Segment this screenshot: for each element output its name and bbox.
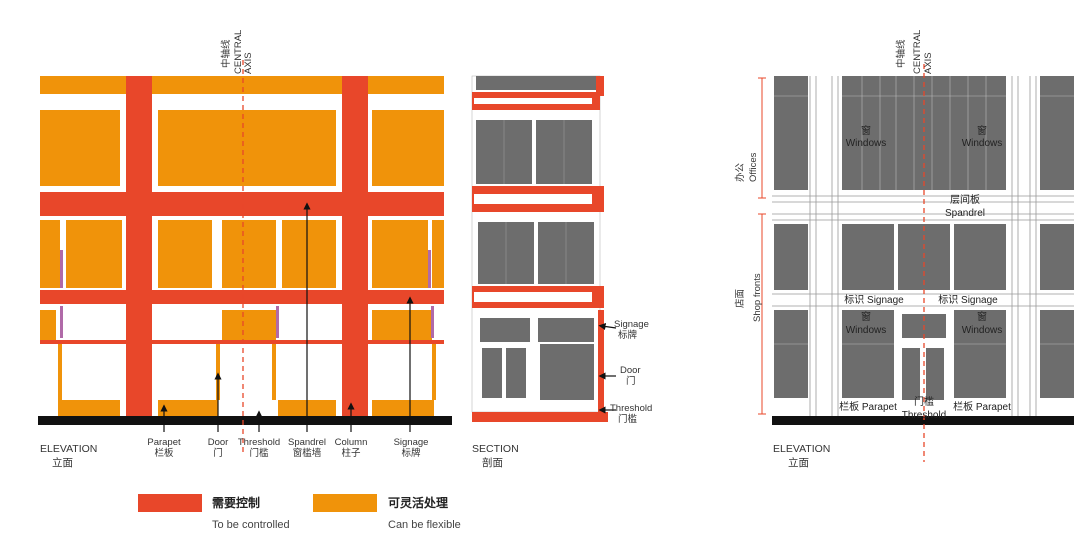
left-elevation xyxy=(38,60,452,455)
callout-door-cn: 门 xyxy=(213,447,223,459)
callout-spandrel-cn: 窗槛墙 xyxy=(293,447,322,459)
section-title-en: SECTION xyxy=(472,443,519,455)
section-door-cn: 门 xyxy=(626,375,636,387)
section-signage-cn: 标牌 xyxy=(618,329,638,341)
callout-column-en: Column xyxy=(335,437,368,448)
threshold-label-en: Threshold xyxy=(902,410,946,421)
callout-parapet-en: Parapet xyxy=(147,437,181,448)
callout-threshold-en: Threshold xyxy=(238,437,280,448)
office-window-left-cn: 窗 xyxy=(861,124,871,137)
section-title-cn: 剖面 xyxy=(482,456,503,469)
section-door-en: Door xyxy=(620,365,641,376)
parapet-label-left: 栏板 Parapet xyxy=(839,400,897,413)
signage-accents xyxy=(60,250,434,338)
shop-window-right-cn: 窗 xyxy=(977,310,987,323)
spandrel-label-cn: 层间板 xyxy=(950,193,980,206)
parapet-label-right: 栏板 Parapet xyxy=(953,400,1011,413)
threshold-label-cn: 门槛 xyxy=(914,395,934,408)
section-signage-en: Signage xyxy=(614,319,649,330)
callout-parapet-cn: 栏板 xyxy=(154,447,174,459)
offices-label-en: Offices xyxy=(748,152,759,182)
dimension-lines xyxy=(758,77,766,415)
right-elevation-title-cn: 立面 xyxy=(788,456,809,469)
right-grid xyxy=(772,76,1074,416)
legend-flexible-en: Can be flexible xyxy=(388,519,461,531)
left-axis-label-cn: 中轴线 xyxy=(220,39,232,68)
callout-arrows xyxy=(160,202,414,432)
ground-line xyxy=(38,416,452,425)
callout-spandrel-en: Spandrel xyxy=(288,437,326,448)
callout-signage-cn: 标牌 xyxy=(401,447,421,459)
left-axis-label-en-2: AXIS xyxy=(243,52,254,74)
legend-controlled-cn: 需要控制 xyxy=(212,495,260,510)
section-arrows xyxy=(598,322,617,414)
right-axis-label-en-2: AXIS xyxy=(923,52,934,74)
callout-column-cn: 柱子 xyxy=(341,447,361,459)
section-threshold-en: Threshold xyxy=(610,403,652,414)
office-window-left-en: Windows xyxy=(846,138,887,149)
offices-label-cn: 办公 xyxy=(734,162,746,182)
left-elevation-title-cn: 立面 xyxy=(52,456,73,469)
right-ground-line xyxy=(772,416,1074,425)
callout-signage-en: Signage xyxy=(394,437,429,448)
right-windows xyxy=(774,76,1074,400)
legend-flexible-cn: 可灵活处理 xyxy=(388,495,448,510)
callout-door-en: Door xyxy=(208,437,229,448)
signage-label-left: 标识 Signage xyxy=(844,294,904,306)
legend-flexible-swatch xyxy=(313,494,377,512)
shop-window-left-en: Windows xyxy=(846,325,887,336)
shop-window-right-en: Windows xyxy=(962,325,1003,336)
flexible-panels xyxy=(40,76,444,416)
left-axis-label-en-1: CENTRAL xyxy=(233,30,244,74)
shops-label-en: Shop fronts xyxy=(752,273,763,322)
shop-window-left-cn: 窗 xyxy=(861,310,871,323)
right-axis-label-en-1: CENTRAL xyxy=(912,30,923,74)
callout-threshold-cn: 门槛 xyxy=(249,447,269,459)
right-elevation xyxy=(758,64,1074,462)
office-window-right-en: Windows xyxy=(962,138,1003,149)
section-threshold-cn: 门槛 xyxy=(618,413,638,425)
right-elevation-title-en: ELEVATION xyxy=(773,443,830,455)
legend-controlled-en: To be controlled xyxy=(212,519,290,531)
section-drawing xyxy=(471,75,617,422)
office-window-right-cn: 窗 xyxy=(977,124,987,137)
signage-label-right: 标识 Signage xyxy=(938,294,998,306)
left-elevation-title-en: ELEVATION xyxy=(40,443,97,455)
shops-label-cn: 店面 xyxy=(734,289,746,308)
legend-controlled-swatch xyxy=(138,494,202,512)
right-axis-label-cn: 中轴线 xyxy=(895,39,907,68)
controlled-grid xyxy=(40,76,444,416)
spandrel-label-en: Spandrel xyxy=(945,208,985,219)
